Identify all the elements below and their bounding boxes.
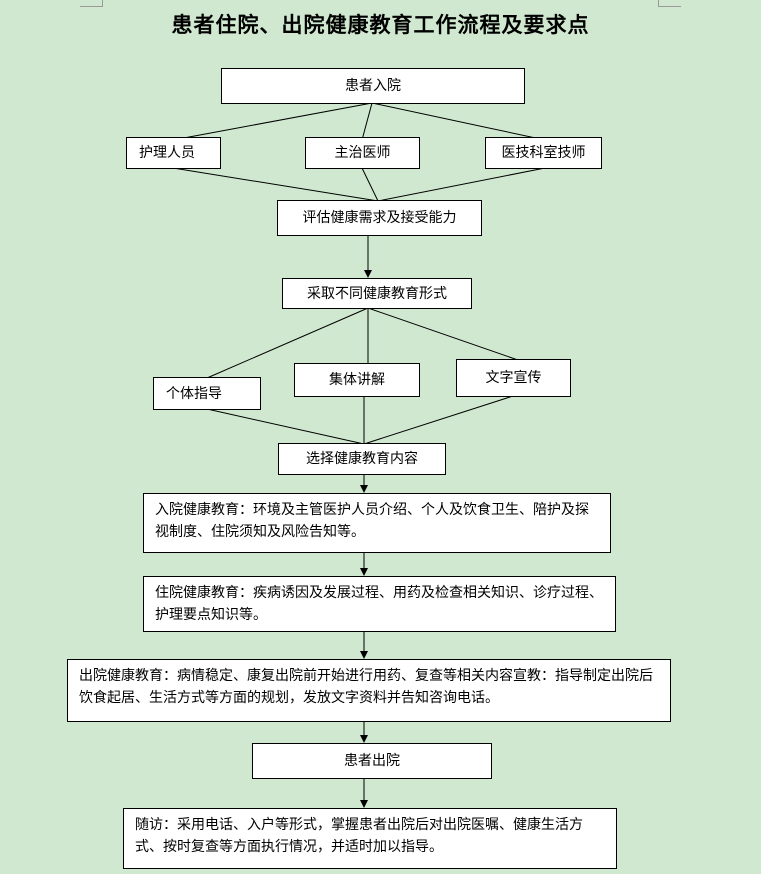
node-patient-admission: 患者入院 bbox=[221, 68, 525, 104]
node-assess-needs: 评估健康需求及接受能力 bbox=[277, 200, 482, 236]
connector-form-written bbox=[367, 307, 519, 361]
node-follow-up: 随访：采用电话、入户等形式，掌握患者出院后对出院医嘱、健康生活方式、按时复查等方… bbox=[123, 808, 617, 869]
connector-admission-nurse bbox=[172, 102, 373, 141]
connector-written-select bbox=[363, 395, 514, 445]
connector-admission-tech bbox=[371, 102, 546, 141]
connector-doctor-assess bbox=[361, 167, 379, 202]
connector-form-individual bbox=[206, 307, 369, 379]
node-medical-tech-staff: 医技科室技师 bbox=[485, 137, 602, 169]
node-education-forms: 采取不同健康教育形式 bbox=[282, 278, 472, 309]
page-corner-mark-right bbox=[658, 0, 681, 7]
node-patient-discharge: 患者出院 bbox=[252, 743, 492, 779]
node-admission-education: 入院健康教育：环境及主管医护人员介绍、个人及饮食卫生、陪护及探视制度、住院须知及… bbox=[143, 493, 611, 553]
node-nursing-staff: 护理人员 bbox=[126, 137, 221, 169]
connector-individual-select bbox=[206, 408, 365, 445]
node-written-material: 文字宣传 bbox=[456, 359, 571, 397]
page-title: 患者住院、出院健康教育工作流程及要求点 bbox=[171, 12, 590, 37]
node-inpatient-education: 住院健康教育：疾病诱因及发展过程、用药及检查相关知识、诊疗过程、护理要点知识等。 bbox=[143, 576, 616, 632]
node-select-content: 选择健康教育内容 bbox=[278, 443, 446, 475]
connector-admission-doctor bbox=[361, 102, 373, 141]
node-group-lecture: 集体讲解 bbox=[294, 363, 420, 397]
connector-nurse-assess bbox=[172, 167, 379, 202]
page-corner-mark-left bbox=[80, 0, 103, 7]
node-individual-guidance: 个体指导 bbox=[153, 377, 261, 410]
node-discharge-education: 出院健康教育：病情稳定、康复出院前开始进行用药、复查等相关内容宣教：指导制定出院… bbox=[67, 659, 671, 722]
connector-tech-assess bbox=[377, 167, 546, 202]
node-attending-doctor: 主治医师 bbox=[305, 137, 420, 169]
